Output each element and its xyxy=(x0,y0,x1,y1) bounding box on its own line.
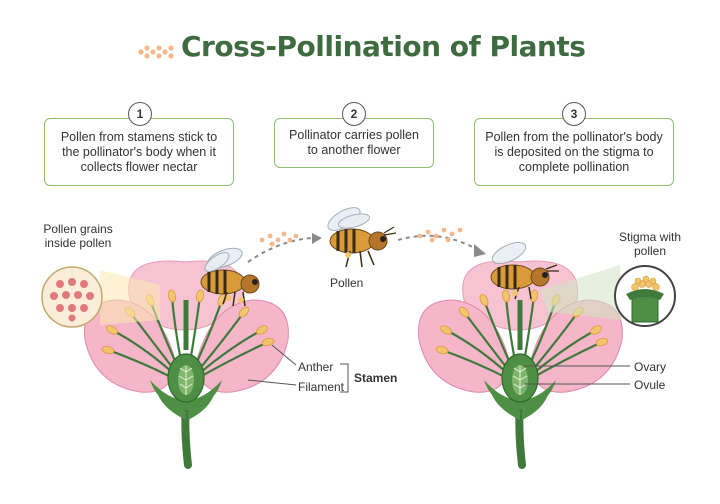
ovary-label: Ovary xyxy=(634,360,667,374)
step-2-number: 2 xyxy=(342,102,366,126)
ovule-label: Ovule xyxy=(634,378,666,392)
filament-label: Filament xyxy=(298,380,345,394)
bee-left xyxy=(200,247,260,307)
anther-label: Anther xyxy=(298,360,334,374)
step-1-text: Pollen from stamens stick to the pollina… xyxy=(60,129,218,174)
stamen-label: Stamen xyxy=(354,371,398,385)
step-2-text: Pollinator carries pollen to another flo… xyxy=(289,128,419,157)
pollen-cluster-icon xyxy=(137,45,174,59)
bee-right xyxy=(490,241,559,300)
arrow-heads xyxy=(312,233,486,257)
step-3-text: Pollen from the pollinator's body is dep… xyxy=(485,129,663,174)
step-1-box: Pollen from stamens stick to the pollina… xyxy=(44,118,234,186)
pollen-trail xyxy=(259,227,463,247)
page-title: Cross-Pollination of Plants xyxy=(180,30,586,63)
label-leader-lines xyxy=(247,344,630,393)
stigma-zoom xyxy=(540,265,676,327)
title-bar: Cross-Pollination of Plants xyxy=(0,30,720,63)
bee-middle xyxy=(327,207,397,268)
pollen-grains-label: Pollen grains inside pollen xyxy=(43,222,113,250)
flight-path-arrows xyxy=(247,234,479,263)
step-3-box: Pollen from the pollinator's body is dep… xyxy=(474,118,674,186)
pollen-grains-zoom xyxy=(41,266,160,328)
pollen-label: Pollen xyxy=(330,276,364,290)
stigma-label: Stigma with pollen xyxy=(618,230,682,258)
step-3-number: 3 xyxy=(562,102,586,126)
step-2-box: Pollinator carries pollen to another flo… xyxy=(274,118,434,168)
step-1-number: 1 xyxy=(128,102,152,126)
